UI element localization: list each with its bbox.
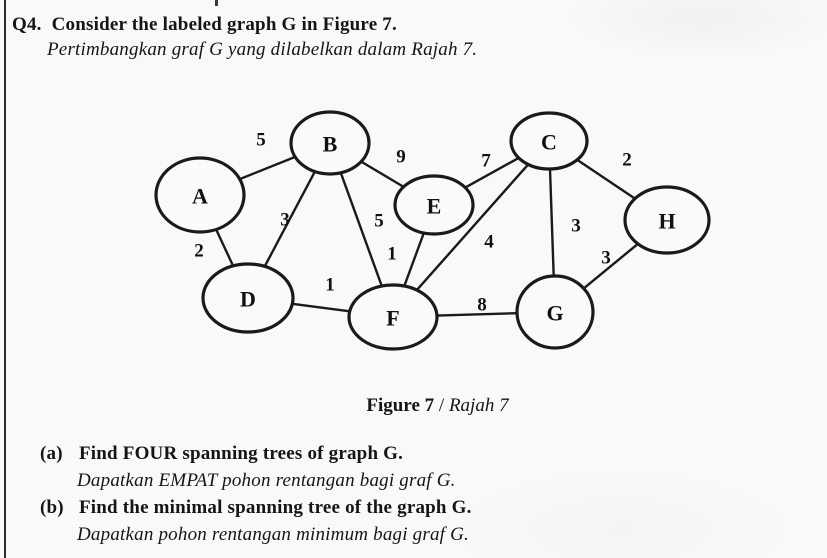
part-b-label: (b) [40, 497, 64, 518]
graph-node-F [347, 283, 439, 351]
graph-edge-F-G [435, 312, 519, 317]
edge-weight-B-D: 3 [280, 210, 290, 231]
scan-artifact [215, 0, 218, 6]
edge-weight-C-G: 3 [571, 216, 581, 237]
question-text-en: Consider the labeled graph G in Figure 7… [51, 14, 397, 35]
graph-edge-E-F [403, 231, 425, 288]
graph-edge-B-F [339, 171, 383, 288]
graph-node-C [509, 111, 589, 171]
node-label-E: E [427, 194, 442, 219]
graph-edge-A-D [214, 228, 235, 268]
figure-caption-separator: / [434, 395, 449, 416]
graph-node-G [515, 274, 595, 350]
node-label-G: G [546, 301, 563, 326]
edge-weight-B-E: 9 [396, 147, 406, 168]
graph-node-H [623, 185, 711, 255]
edge-weight-F-G: 8 [477, 295, 487, 316]
figure-caption-en: Figure 7 [366, 395, 435, 416]
part-a-text-ms: Dapatkan EMPAT pohon rentangan bagi graf… [77, 470, 456, 491]
graph-edge-B-E [360, 160, 405, 189]
graph-edge-C-F [415, 163, 530, 292]
graph-node-A [154, 156, 246, 234]
question-number: Q4. [12, 14, 42, 35]
part-b-text-en: Find the minimal spanning tree of the gr… [79, 497, 472, 518]
figure-caption: Figure 7 / Rajah 7 [300, 395, 575, 417]
edge-weight-C-F: 4 [484, 232, 494, 253]
graph-node-D [201, 262, 295, 334]
edge-weight-E-C: 7 [481, 151, 491, 172]
graph-edge-D-F [291, 302, 351, 313]
node-label-D: D [240, 287, 256, 312]
figure-caption-ms: Rajah 7 [448, 395, 509, 416]
graph-edge-C-G [548, 167, 555, 278]
node-label-B: B [323, 132, 338, 157]
node-label-C: C [541, 130, 557, 155]
edge-weight-E-F: 1 [387, 244, 397, 265]
node-label-A: A [192, 184, 208, 209]
graph-edge-B-D [263, 170, 317, 268]
part-b-text-ms: Dapatkan pohon rentangan minimum bagi gr… [77, 524, 469, 545]
edge-weight-C-H: 2 [622, 150, 632, 171]
graph-node-B [289, 110, 371, 176]
graph-edge-G-H [582, 242, 640, 290]
node-label-F: F [386, 306, 399, 331]
graph-node-E [393, 174, 475, 236]
graph-edge-C-H [575, 158, 637, 200]
page-left-border [4, 0, 6, 558]
edge-weight-G-H: 3 [601, 248, 611, 269]
edge-weight-A-B: 5 [256, 130, 266, 151]
part-a-text-en: Find FOUR spanning trees of graph G. [79, 443, 404, 464]
part-a-row: (a) Find FOUR spanning trees of graph G. [40, 443, 403, 465]
part-b-row: (b) Find the minimal spanning tree of the… [40, 497, 472, 519]
graph-edge-A-B [238, 155, 297, 181]
edge-weight-A-D: 2 [194, 241, 204, 262]
graph-edge-E-C [464, 156, 520, 189]
edge-weight-B-F: 5 [374, 211, 384, 232]
question-text-ms: Pertimbangkan graf G yang dilabelkan dal… [47, 39, 478, 60]
question-header: Q4. Consider the labeled graph G in Figur… [12, 14, 397, 36]
edge-weight-D-F: 1 [325, 275, 335, 296]
node-label-H: H [658, 209, 675, 234]
part-a-label: (a) [40, 443, 63, 464]
